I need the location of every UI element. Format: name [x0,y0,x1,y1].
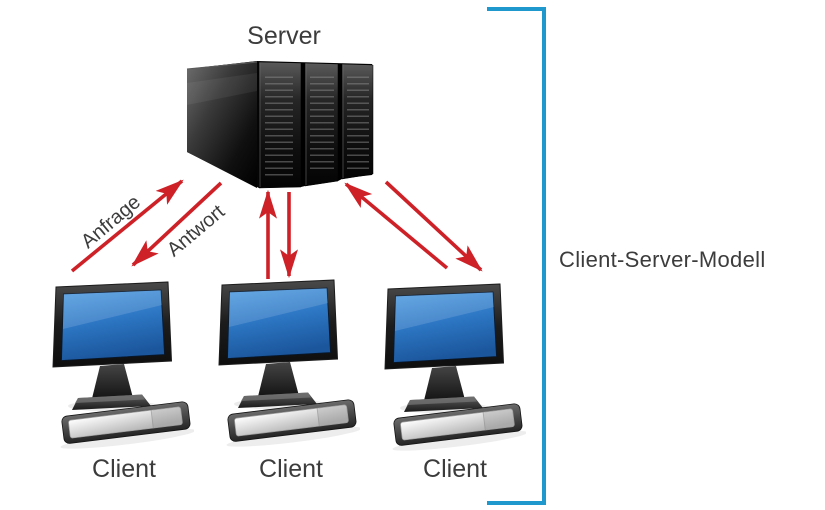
client-1-icon [29,279,194,451]
arrow-client3-to-server [344,182,449,270]
server-label: Server [247,22,321,50]
server-icon [186,61,374,189]
client-2-label: Client [259,455,323,483]
model-title: Client-Server-Modell [559,247,766,272]
client-2-icon [195,277,360,449]
client-3-label: Client [423,455,487,483]
bracket [487,7,546,505]
client-1-label: Client [92,455,156,483]
arrow-server-to-client3 [384,180,483,272]
